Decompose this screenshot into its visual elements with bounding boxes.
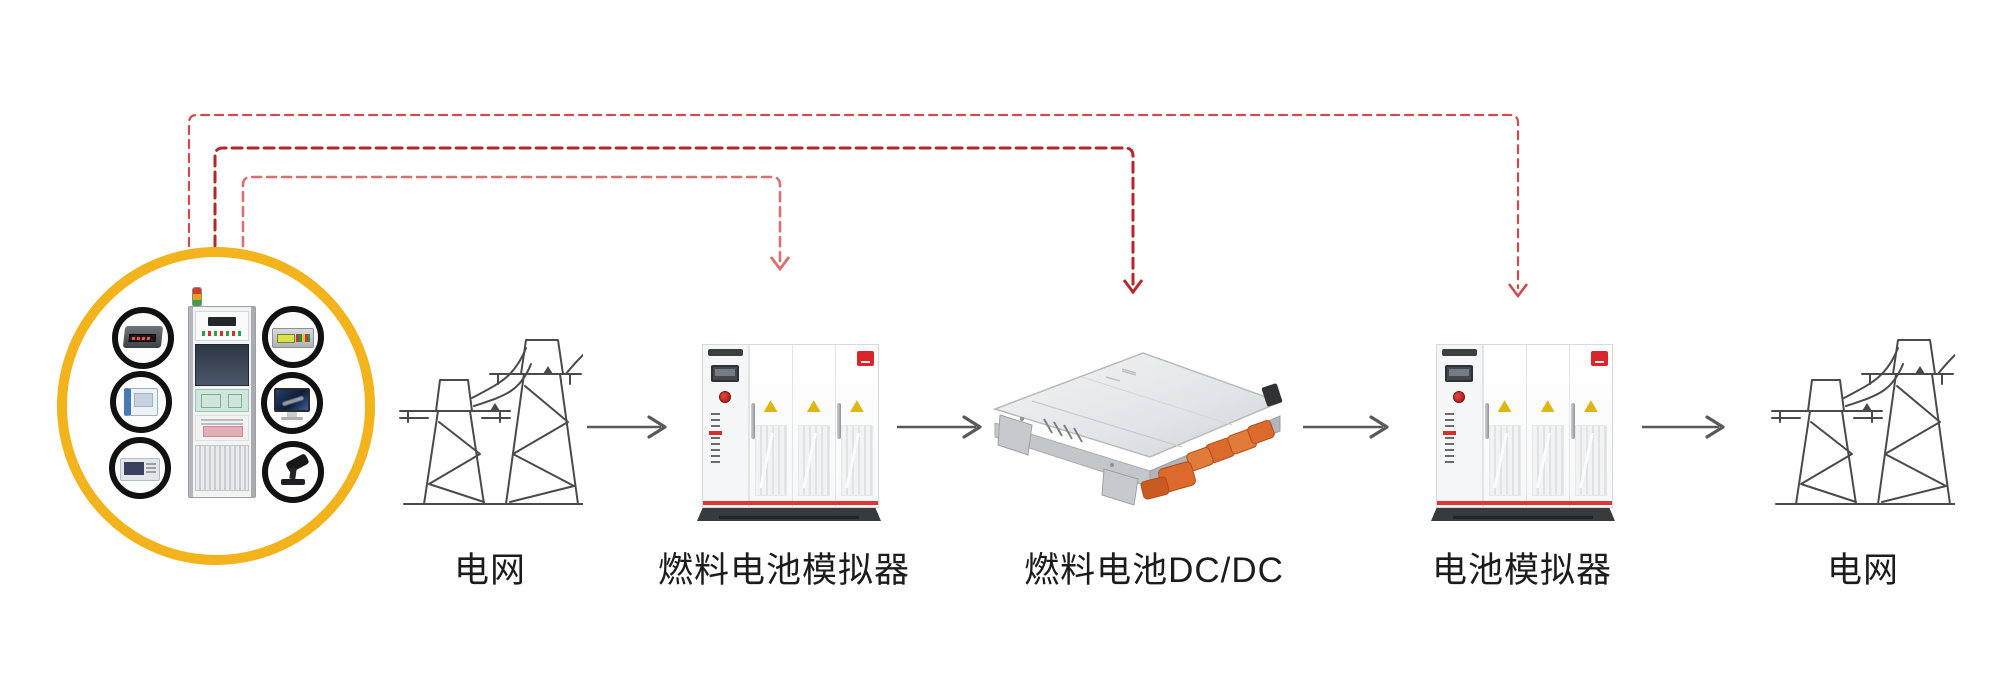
cabinet-body bbox=[702, 344, 879, 508]
door-handle bbox=[750, 403, 755, 440]
warning-triangle-icon bbox=[763, 400, 778, 413]
cabinet-doors bbox=[748, 345, 879, 507]
label-fuel-cell-dcdc: 燃料电池DC/DC bbox=[1024, 551, 1284, 590]
label-grid-left: 电网 bbox=[453, 551, 527, 590]
control-arrowhead-dcdc bbox=[1122, 279, 1144, 295]
control-line-to-dcdc bbox=[213, 146, 1135, 286]
control-rack-cabinet bbox=[188, 306, 256, 498]
rack-module-teal bbox=[195, 389, 249, 412]
monitor-icon bbox=[261, 372, 323, 434]
cabinet-hmi-screen bbox=[711, 365, 740, 382]
label-battery-simulator: 电池模拟器 bbox=[1431, 551, 1613, 590]
cabinet-vent-strip bbox=[708, 349, 743, 356]
cabinet-vent-strip bbox=[1442, 349, 1477, 356]
rack-control-panel bbox=[195, 311, 249, 341]
rack-vent bbox=[195, 445, 249, 491]
cabinet-body bbox=[1436, 344, 1613, 508]
cabinet-plinth bbox=[1431, 508, 1615, 521]
brand-logo-badge bbox=[857, 351, 875, 366]
cabinet-door bbox=[834, 345, 879, 507]
cabinet-label-strip bbox=[709, 413, 722, 463]
door-grille bbox=[754, 424, 787, 496]
door-grille bbox=[1531, 424, 1564, 496]
control-line-to-battery-simulator bbox=[187, 113, 1520, 290]
door-grille bbox=[1574, 424, 1607, 496]
door-grille bbox=[840, 424, 873, 496]
door-handle bbox=[1484, 403, 1489, 440]
cabinet-hmi-screen bbox=[1445, 365, 1474, 382]
power-grid-right-towers bbox=[1771, 339, 1955, 505]
rack-instrument-icon bbox=[262, 306, 324, 368]
flow-arrowhead-1 bbox=[647, 415, 667, 439]
warning-triangle-icon bbox=[849, 400, 864, 413]
cabinet-plinth bbox=[697, 508, 881, 521]
brand-logo-badge bbox=[1591, 351, 1609, 366]
control-arrowhead-battery-simulator bbox=[1507, 283, 1529, 299]
control-arrowhead-fuel-cell-simulator bbox=[769, 256, 791, 272]
warning-triangle-icon bbox=[1497, 400, 1512, 413]
flow-arrowhead-4 bbox=[1705, 415, 1725, 439]
flow-arrowhead-2 bbox=[962, 415, 982, 439]
cabinet-door bbox=[791, 345, 835, 507]
oscilloscope-icon bbox=[109, 437, 171, 499]
flow-arrowhead-3 bbox=[1369, 415, 1389, 439]
cabinet-control-column bbox=[703, 345, 749, 507]
cabinet-doors bbox=[1482, 345, 1613, 507]
label-grid-right: 电网 bbox=[1826, 551, 1900, 590]
fuel-cell-simulator-cabinet bbox=[697, 341, 881, 521]
cabinet-red-stripe bbox=[1437, 501, 1612, 505]
signal-tower-icon bbox=[193, 288, 201, 306]
emergency-stop-button bbox=[719, 391, 732, 403]
robot-scanner-icon bbox=[262, 441, 324, 503]
cabinet-control-column bbox=[1437, 345, 1483, 507]
door-handle bbox=[1570, 403, 1575, 440]
control-line-to-fuel-cell-simulator bbox=[241, 175, 782, 263]
door-grille bbox=[1488, 424, 1521, 496]
cabinet-door bbox=[1482, 345, 1526, 507]
data-recorder-icon bbox=[110, 371, 172, 433]
fuel-cell-dcdc-converter bbox=[992, 352, 1283, 506]
label-fuel-cell-simulator: 燃料电池模拟器 bbox=[657, 551, 911, 590]
power-meter-icon bbox=[112, 307, 174, 369]
rack-screen bbox=[195, 344, 249, 386]
cabinet-door bbox=[1568, 345, 1613, 507]
power-grid-left-towers bbox=[399, 339, 583, 505]
warning-triangle-icon bbox=[806, 400, 821, 413]
cabinet-red-stripe bbox=[703, 501, 878, 505]
battery-simulator-cabinet bbox=[1431, 341, 1615, 521]
rack-io-module bbox=[195, 415, 249, 441]
emergency-stop-button bbox=[1453, 391, 1466, 403]
door-handle bbox=[836, 403, 841, 440]
cabinet-label-strip bbox=[1443, 413, 1456, 463]
door-grille bbox=[797, 424, 830, 496]
warning-triangle-icon bbox=[1583, 400, 1598, 413]
warning-triangle-icon bbox=[1540, 400, 1555, 413]
cabinet-door bbox=[748, 345, 792, 507]
cabinet-door bbox=[1525, 345, 1569, 507]
